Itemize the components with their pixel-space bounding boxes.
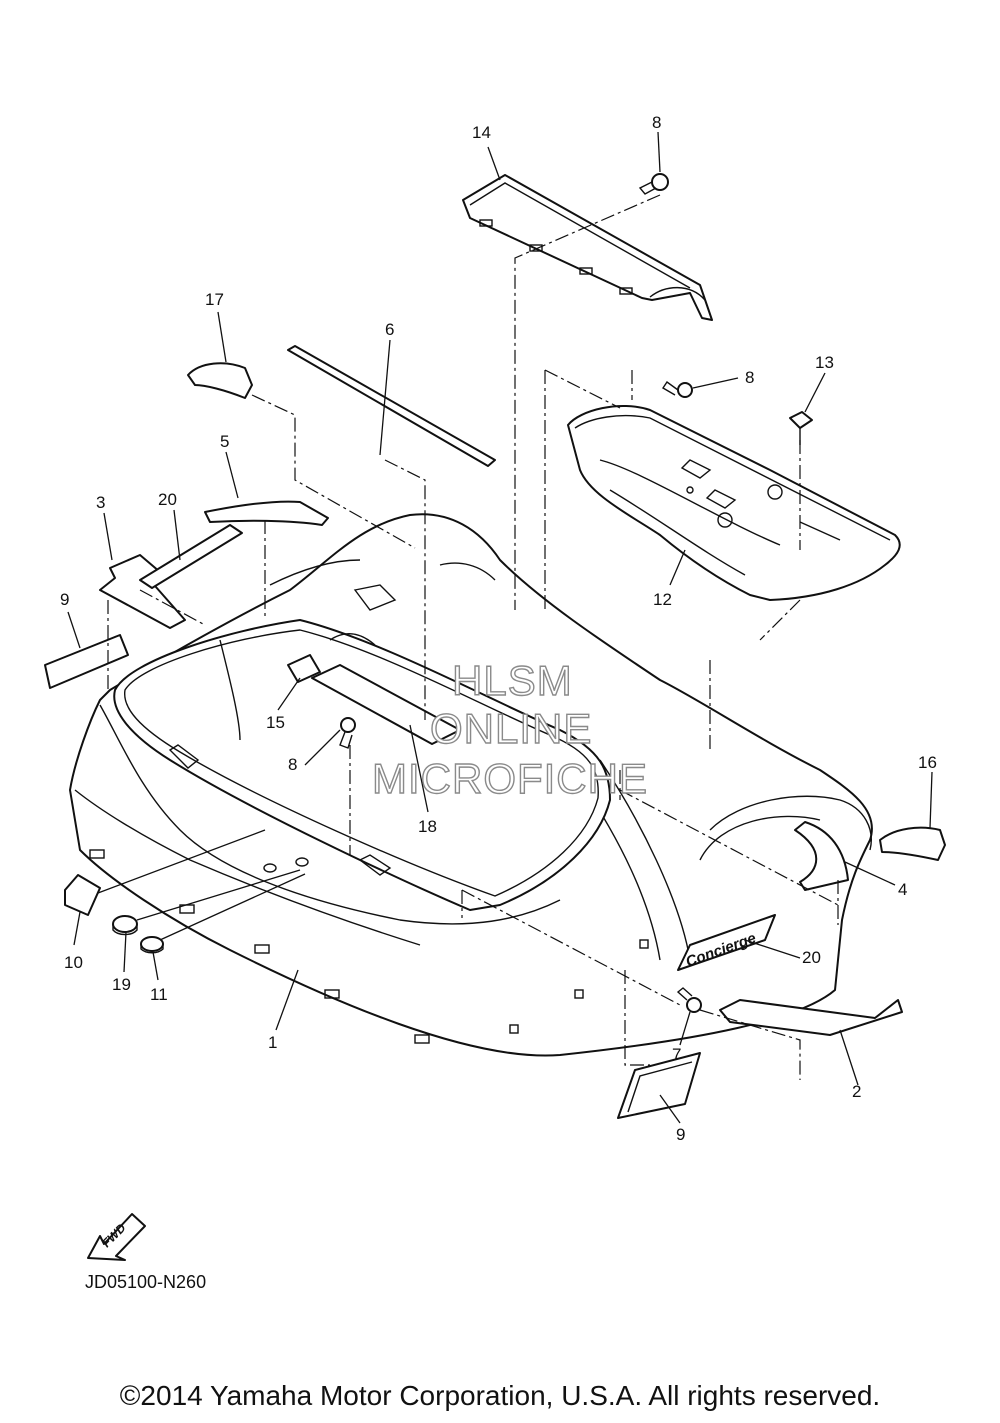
callout-16: 16 bbox=[918, 753, 937, 772]
assembly-lines bbox=[107, 194, 839, 1080]
callout-1: 1 bbox=[268, 1033, 277, 1052]
fwd-arrow-icon: FWD bbox=[87, 1213, 146, 1261]
callout-12: 12 bbox=[653, 590, 672, 609]
watermark-line-1: HLSM bbox=[452, 657, 573, 704]
watermark-line-3: MICROFICHE bbox=[372, 755, 648, 802]
leader-lines bbox=[67, 131, 933, 1124]
bolt-13 bbox=[789, 411, 813, 445]
callout-5: 5 bbox=[220, 432, 229, 451]
clip-8-mid bbox=[662, 381, 693, 398]
cover-plate-14 bbox=[462, 174, 713, 321]
callout-7: 7 bbox=[672, 1045, 681, 1064]
callout-3: 3 bbox=[96, 493, 105, 512]
callout-8-mid: 8 bbox=[745, 368, 754, 387]
callout-4: 4 bbox=[898, 880, 907, 899]
badge-9 bbox=[617, 1052, 701, 1119]
pad-5 bbox=[204, 500, 329, 526]
pad-16 bbox=[879, 826, 946, 861]
clip-7 bbox=[676, 987, 702, 1013]
pad-17 bbox=[187, 362, 253, 399]
cap-19 bbox=[112, 915, 138, 936]
callout-17: 17 bbox=[205, 290, 224, 309]
clip-8-low bbox=[339, 717, 356, 749]
pad-18 bbox=[311, 664, 461, 745]
copyright-notice: ©2014 Yamaha Motor Corporation, U.S.A. A… bbox=[119, 1380, 881, 1411]
decal-20-left bbox=[139, 524, 243, 589]
callout-numbers: 14 8 8 13 12 17 6 5 3 20 9 15 8 18 16 4 … bbox=[60, 113, 937, 1144]
diagram-code: JD05100-N260 bbox=[85, 1272, 206, 1292]
callout-8-top: 8 bbox=[652, 113, 661, 132]
label-15 bbox=[287, 654, 321, 683]
callout-18: 18 bbox=[418, 817, 437, 836]
pad-4 bbox=[794, 821, 849, 891]
callout-19: 19 bbox=[112, 975, 131, 994]
callout-2: 2 bbox=[852, 1082, 861, 1101]
storage-tray-12 bbox=[567, 404, 901, 601]
callout-15: 15 bbox=[266, 713, 285, 732]
cargo-bed-opening bbox=[113, 619, 611, 911]
tag-10 bbox=[64, 874, 101, 916]
callout-20-left: 20 bbox=[158, 490, 177, 509]
callout-6: 6 bbox=[385, 320, 394, 339]
callout-20-right: 20 bbox=[802, 948, 821, 967]
callout-10: 10 bbox=[64, 953, 83, 972]
watermark-line-2: ONLINE bbox=[430, 705, 592, 752]
callout-9-bottom: 9 bbox=[676, 1125, 685, 1144]
clip-8-top bbox=[638, 173, 669, 195]
callout-13: 13 bbox=[815, 353, 834, 372]
callout-8-low: 8 bbox=[288, 755, 297, 774]
callout-9-left: 9 bbox=[60, 590, 69, 609]
watermark: HLSM ONLINE MICROFICHE bbox=[371, 656, 648, 802]
plate-2 bbox=[719, 999, 903, 1036]
cap-11 bbox=[140, 936, 164, 954]
strip-6 bbox=[287, 345, 496, 467]
decal-9-left bbox=[44, 634, 129, 689]
callout-11: 11 bbox=[150, 985, 168, 1004]
callout-14: 14 bbox=[472, 123, 491, 142]
